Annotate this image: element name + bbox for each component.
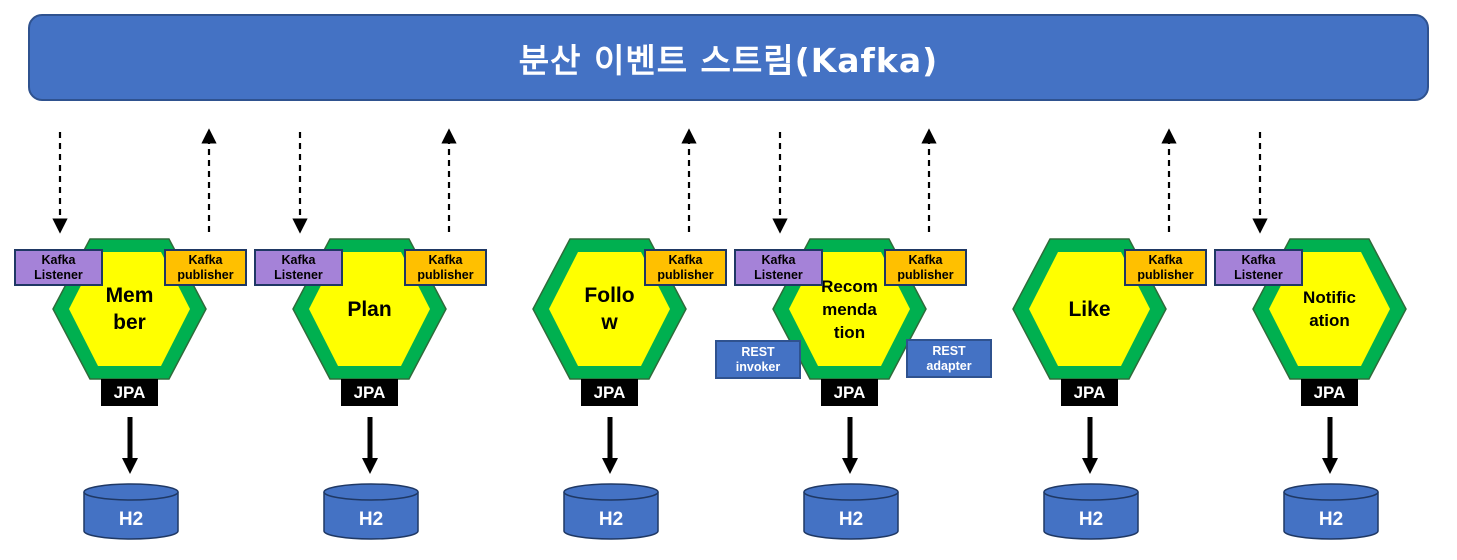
service-name-follow: Follo w	[584, 284, 635, 334]
jpa-label-recommendation: JPA	[821, 379, 878, 406]
h2-database-member: H2	[83, 483, 179, 541]
h2-label-recommendation: H2	[838, 509, 864, 530]
h2-database-like: H2	[1043, 483, 1139, 541]
kafka-event-stream-bar: 분산 이벤트 스트림(Kafka)	[28, 14, 1429, 101]
kafka-publisher-recommendation: Kafka publisher	[884, 249, 967, 286]
h2-database-notification: H2	[1283, 483, 1379, 541]
kafka-publisher-follow: Kafka publisher	[644, 249, 727, 286]
service-name-member: Mem ber	[105, 284, 154, 334]
jpa-label-notification: JPA	[1301, 379, 1358, 406]
jpa-label-follow: JPA	[581, 379, 638, 406]
kafka-listener-recommendation: Kafka Listener	[734, 249, 823, 286]
kafka-publisher-like: Kafka publisher	[1124, 249, 1207, 286]
service-name-notification: Notific ation	[1303, 288, 1356, 330]
kafka-publisher-member: Kafka publisher	[164, 249, 247, 286]
h2-database-follow: H2	[563, 483, 659, 541]
service-name-like: Like	[1068, 297, 1111, 321]
rest-adapter-recommendation: REST adapter	[906, 339, 992, 378]
jpa-label-like: JPA	[1061, 379, 1118, 406]
h2-database-recommendation: H2	[803, 483, 899, 541]
h2-label-like: H2	[1078, 509, 1104, 530]
rest-invoker-recommendation: REST invoker	[715, 340, 801, 379]
service-name-plan: Plan	[347, 297, 392, 321]
h2-label-notification: H2	[1318, 509, 1344, 530]
kafka-listener-member: Kafka Listener	[14, 249, 103, 286]
h2-label-member: H2	[118, 509, 144, 530]
service-name-recommendation: Recom menda tion	[821, 276, 878, 342]
h2-label-follow: H2	[598, 509, 624, 530]
jpa-label-plan: JPA	[341, 379, 398, 406]
kafka-event-stream-label: 분산 이벤트 스트림(Kafka)	[518, 40, 939, 80]
h2-database-plan: H2	[323, 483, 419, 541]
kafka-publisher-plan: Kafka publisher	[404, 249, 487, 286]
kafka-listener-notification: Kafka Listener	[1214, 249, 1303, 286]
jpa-label-member: JPA	[101, 379, 158, 406]
h2-label-plan: H2	[358, 509, 384, 530]
kafka-listener-plan: Kafka Listener	[254, 249, 343, 286]
